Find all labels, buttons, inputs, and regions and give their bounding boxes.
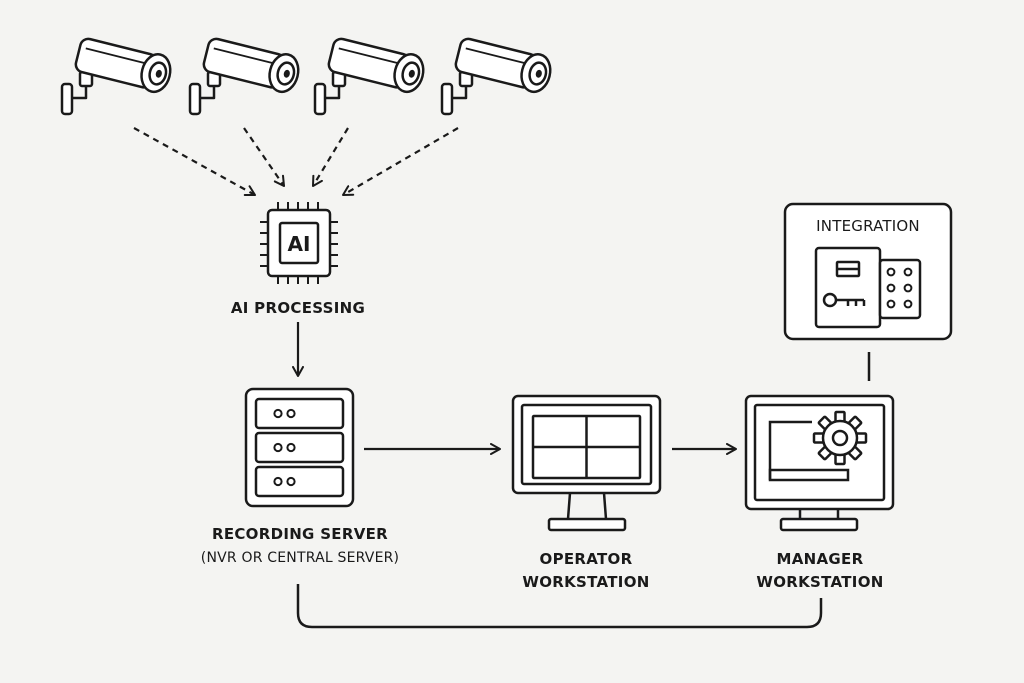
integration-panel	[783, 202, 953, 341]
cctv-camera-icon	[188, 34, 304, 116]
operator-label-line2: WORKSTATION	[522, 573, 650, 591]
cctv-camera-icon	[313, 34, 429, 116]
ai-processing-label: AI PROCESSING	[230, 299, 366, 317]
camera-2-feed-arrow	[243, 127, 285, 187]
operator-label-line1: OPERATOR	[539, 550, 633, 568]
ai-chip-icon	[260, 202, 338, 284]
camera-3	[313, 34, 429, 116]
cctv-camera-icon	[60, 34, 176, 116]
manager-label-line1: MANAGER	[776, 550, 864, 568]
camera-feed-arrows	[133, 127, 459, 197]
camera-4-feed-arrow	[342, 127, 459, 196]
recording-server-sublabel: (NVR OR CENTRAL SERVER)	[200, 550, 400, 566]
camera-1	[60, 34, 176, 116]
camera-4	[440, 34, 556, 116]
integration-label: INTEGRATION	[816, 217, 920, 235]
video-wall-monitor-icon	[511, 394, 662, 532]
camera-1-feed-arrow	[133, 127, 256, 197]
monitor-gear-icon	[744, 394, 895, 532]
recording-manager-bracket	[296, 584, 823, 629]
server-rack-icon	[244, 387, 355, 508]
recording-server-label: RECORDING SERVER	[211, 525, 389, 543]
camera-3-feed-arrow	[312, 127, 349, 187]
access-control-keypad-icon	[814, 246, 922, 329]
camera-2	[188, 34, 304, 116]
manager-label-line2: WORKSTATION	[756, 573, 884, 591]
ai-chip-text: AI	[287, 232, 311, 256]
cctv-camera-icon	[440, 34, 556, 116]
